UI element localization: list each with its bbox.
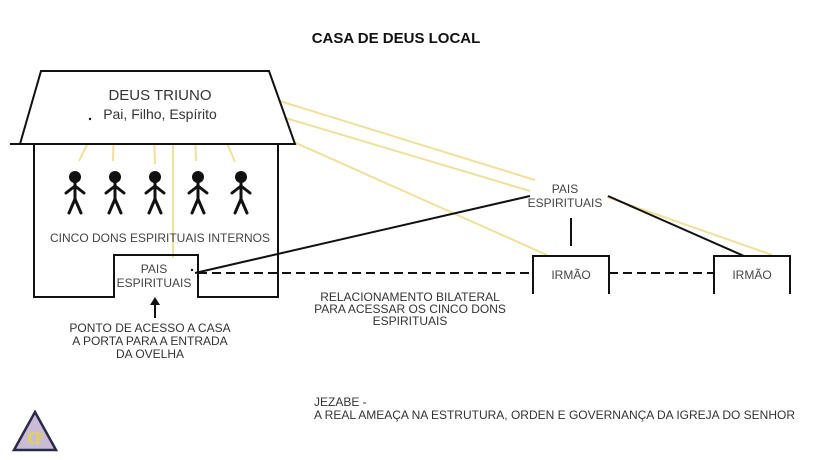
irmao-box-1 — [532, 255, 610, 294]
relationship-note-line1: RELACIONAMENTO BILATERAL — [320, 290, 500, 304]
roof-subtitle: Pai, Filho, Espírito — [103, 106, 217, 122]
access-arrow-head — [150, 297, 160, 305]
diagram-title: CASA DE DEUS LOCAL — [311, 30, 481, 47]
irmao-box-2 — [713, 255, 791, 294]
stick-figure-icon — [64, 171, 86, 215]
stick-figure-icon — [230, 171, 252, 215]
stick-figure-icon — [187, 171, 209, 215]
svg-text:F: F — [35, 431, 45, 448]
roof-dot — [88, 117, 92, 121]
external-pais-label: PAIS ESPIRITUAIS — [520, 182, 610, 210]
outer-rays — [239, 93, 773, 256]
stick-figure-icon — [104, 171, 126, 215]
roof-title: DEUS TRIUNO — [108, 87, 212, 104]
relationship-note-line3: ESPIRITUAIS — [372, 314, 448, 328]
house-walls — [33, 144, 279, 298]
svg-text:C: C — [27, 428, 40, 448]
triangle-cf-logo-icon: C F — [12, 410, 58, 452]
relationship-note-line2: PARA ACESSAR OS CINCO DONS — [314, 302, 506, 316]
ray-to-pais-1 — [256, 93, 536, 181]
threat-body: A REAL AMEAÇA NA ESTRUTURA, ORDEN E GOVE… — [314, 408, 796, 422]
door-dot — [190, 268, 194, 272]
ray-to-pais-2 — [241, 104, 531, 192]
relationship-note: RELACIONAMENTO BILATERAL PARA ACESSAR OS… — [300, 291, 520, 327]
door-label-line1: PAIS — [140, 262, 168, 276]
irmao-label-2: IRMÃO — [732, 268, 772, 282]
external-pais-line1: PAIS — [551, 182, 579, 196]
door-label: PAIS ESPIRITUAIS — [112, 262, 196, 290]
access-note: PONTO DE ACESSO A CASA A PORTA PARA A EN… — [40, 322, 260, 361]
gift-figures — [64, 171, 252, 215]
gifts-label: CINCO DONS ESPIRITUAIS INTERNOS — [49, 231, 271, 245]
access-note-line2: A PORTA PARA A ENTRADA — [72, 334, 228, 348]
access-note-line3: DA OVELHA — [115, 347, 185, 361]
door-label-line2: ESPIRITUAIS — [116, 276, 192, 290]
link-door-to-pais — [194, 195, 531, 274]
access-note-line1: PONTO DE ACESSO A CASA — [69, 321, 231, 335]
threat-heading: JEZABE - — [314, 395, 367, 409]
irmao-label-1: IRMÃO — [551, 268, 591, 282]
link-pais-to-irmao-2 — [607, 195, 745, 257]
external-pais-line2: ESPIRITUAIS — [527, 196, 603, 210]
stick-figure-icon — [144, 171, 166, 215]
